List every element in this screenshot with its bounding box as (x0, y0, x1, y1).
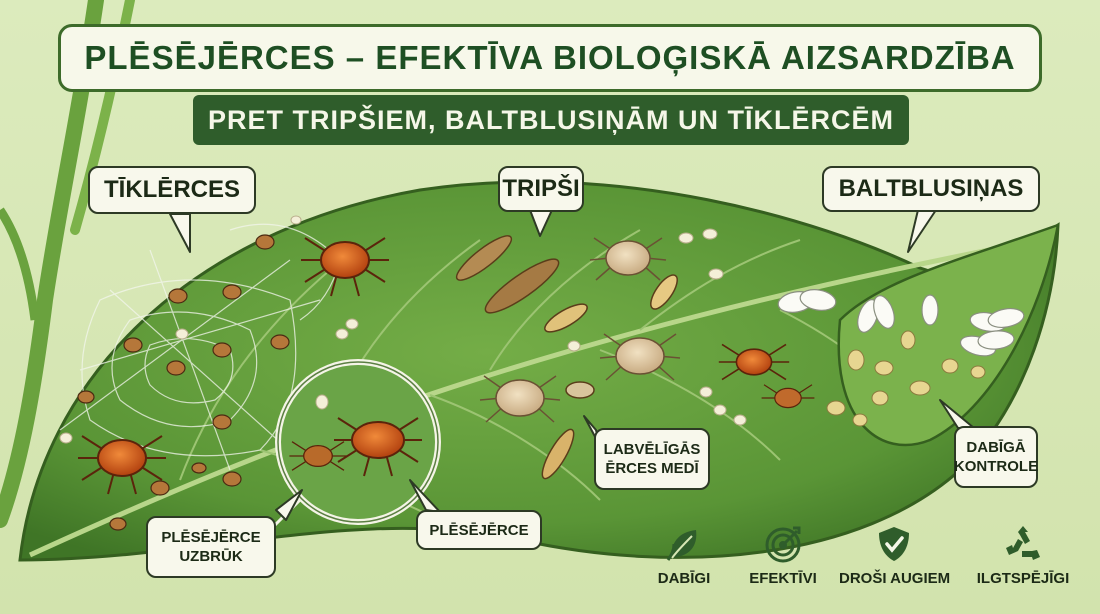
label-natural-control: DABĪGĀ KONTROLE (954, 426, 1038, 488)
label-predator: PLĒSĒJĒRCE (416, 510, 542, 550)
whitefly-larvae (826, 330, 986, 427)
beneficial-mites (479, 237, 681, 423)
spider-mite-pests (77, 234, 290, 531)
whitefly-pests (777, 289, 1025, 357)
benefit-label: EFEKTĪVI (749, 570, 817, 587)
leaf-icon (666, 530, 697, 561)
predator-mites (78, 237, 815, 495)
label-spider-mites: TĪKLĒRCES (88, 166, 256, 214)
benefit-label: DABĪGI (657, 570, 711, 587)
page-subtitle: PRET TRIPŠIEM, BALTBLUSIŅĀM UN TĪKLĒRCĒM (193, 95, 909, 145)
label-predator-attack: PLĒSĒJĒRCE UZBRŪK (146, 516, 276, 578)
label-thrips: TRIPŠI (498, 166, 584, 212)
label-beneficial-hunt: LABVĒLĪGĀS ĒRCES MEDĪ (594, 428, 710, 490)
thrips-pests (455, 235, 678, 480)
benefit-effective: EFEKTĪVI (728, 524, 838, 587)
benefit-label: DROŠI AUGIEM (839, 570, 951, 587)
callout-pointers (169, 209, 975, 521)
benefit-natural: DABĪGI (629, 524, 739, 587)
target-icon (765, 526, 801, 563)
shield-check-icon (879, 527, 909, 561)
label-whiteflies: BALTBLUSIŅAS (822, 166, 1040, 212)
recycle-icon (1006, 526, 1040, 560)
page-title: PLĒSĒJĒRCES – EFEKTĪVA BIOLOĢISKĀ AIZSAR… (58, 24, 1042, 92)
benefit-label: ILGTSPĒJĪGI (976, 570, 1070, 587)
benefit-safe-for-plants: DROŠI AUGIEM (839, 524, 951, 587)
benefit-sustainable: ILGTSPĒJĪGI (968, 524, 1078, 587)
